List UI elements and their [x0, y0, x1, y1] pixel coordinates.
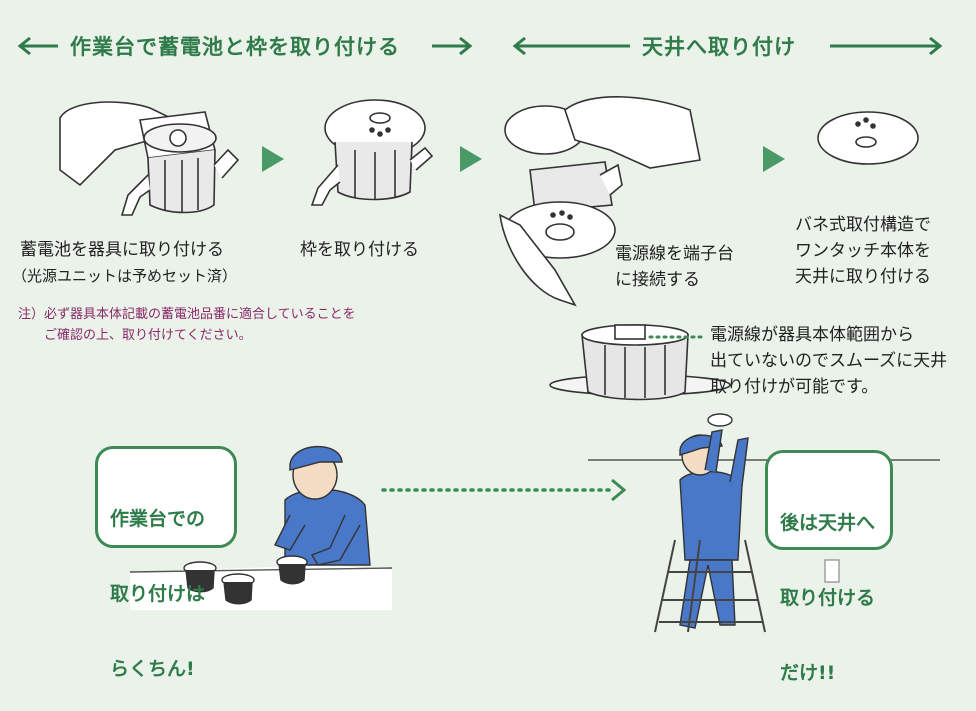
callout-line3: 取り付けが可能です。	[710, 377, 879, 397]
bubble-left-line3: らくちん!	[110, 658, 195, 680]
illustration-layer	[17, 36, 943, 633]
ceiling-speech-bubble: 後は天井へ 取り付ける だけ!!	[765, 450, 893, 684]
caution-note-line2: ご確認の上、取り付けてください。	[44, 328, 252, 343]
bubble-left-line2: 取り付けは	[110, 583, 206, 605]
step3-caption-line2: に接続する	[615, 270, 700, 290]
ceiling-mounted-illustration	[817, 111, 919, 165]
bubble-right-line2: 取り付ける	[780, 587, 876, 609]
transition-arrow-icon	[611, 478, 627, 502]
left-header-arrow-icon	[17, 36, 473, 56]
frame-attached-illustration	[310, 99, 434, 206]
fixture-body-illustration	[549, 324, 731, 401]
step1-subcaption: （光源ユニットは予めセット済）	[12, 267, 238, 285]
step4-caption-line2: ワンタッチ本体を	[795, 241, 931, 261]
step-arrow-icon	[262, 146, 284, 172]
left-section-header: 作業台で蓄電池と枠を取り付ける	[70, 35, 400, 59]
step1-caption: 蓄電池を器具に取り付ける	[20, 240, 224, 260]
step3-caption-line1: 電源線を端子台	[615, 244, 734, 264]
step-arrow-icon	[460, 146, 482, 172]
battery-install-illustration	[59, 101, 240, 216]
caution-note-line1: 注）必ず器具本体記載の蓄電池品番に適合していることを	[18, 307, 356, 322]
wire-connection-illustration	[498, 96, 701, 307]
bubble-left-line1: 作業台での	[110, 508, 206, 530]
callout-line1: 電源線が器具本体範囲から	[710, 325, 914, 345]
right-header-arrow-icon	[512, 36, 943, 56]
workbench-worker-illustration	[129, 445, 393, 610]
step2-caption: 枠を取り付ける	[300, 240, 419, 260]
ladder-worker-illustration	[654, 413, 840, 633]
bubble-right-line3: だけ!!	[780, 662, 836, 684]
step-arrow-icon	[763, 146, 785, 172]
callout-line2: 出ていないのでスムーズに天井	[710, 351, 948, 371]
workbench-speech-bubble: 作業台での 取り付けは らくちん!	[95, 446, 237, 680]
step4-caption-line3: 天井に取り付ける	[795, 267, 931, 287]
right-section-header: 天井へ取り付け	[642, 35, 796, 59]
bubble-right-line1: 後は天井へ	[780, 512, 876, 534]
step4-caption-line1: バネ式取付構造で	[795, 215, 931, 235]
